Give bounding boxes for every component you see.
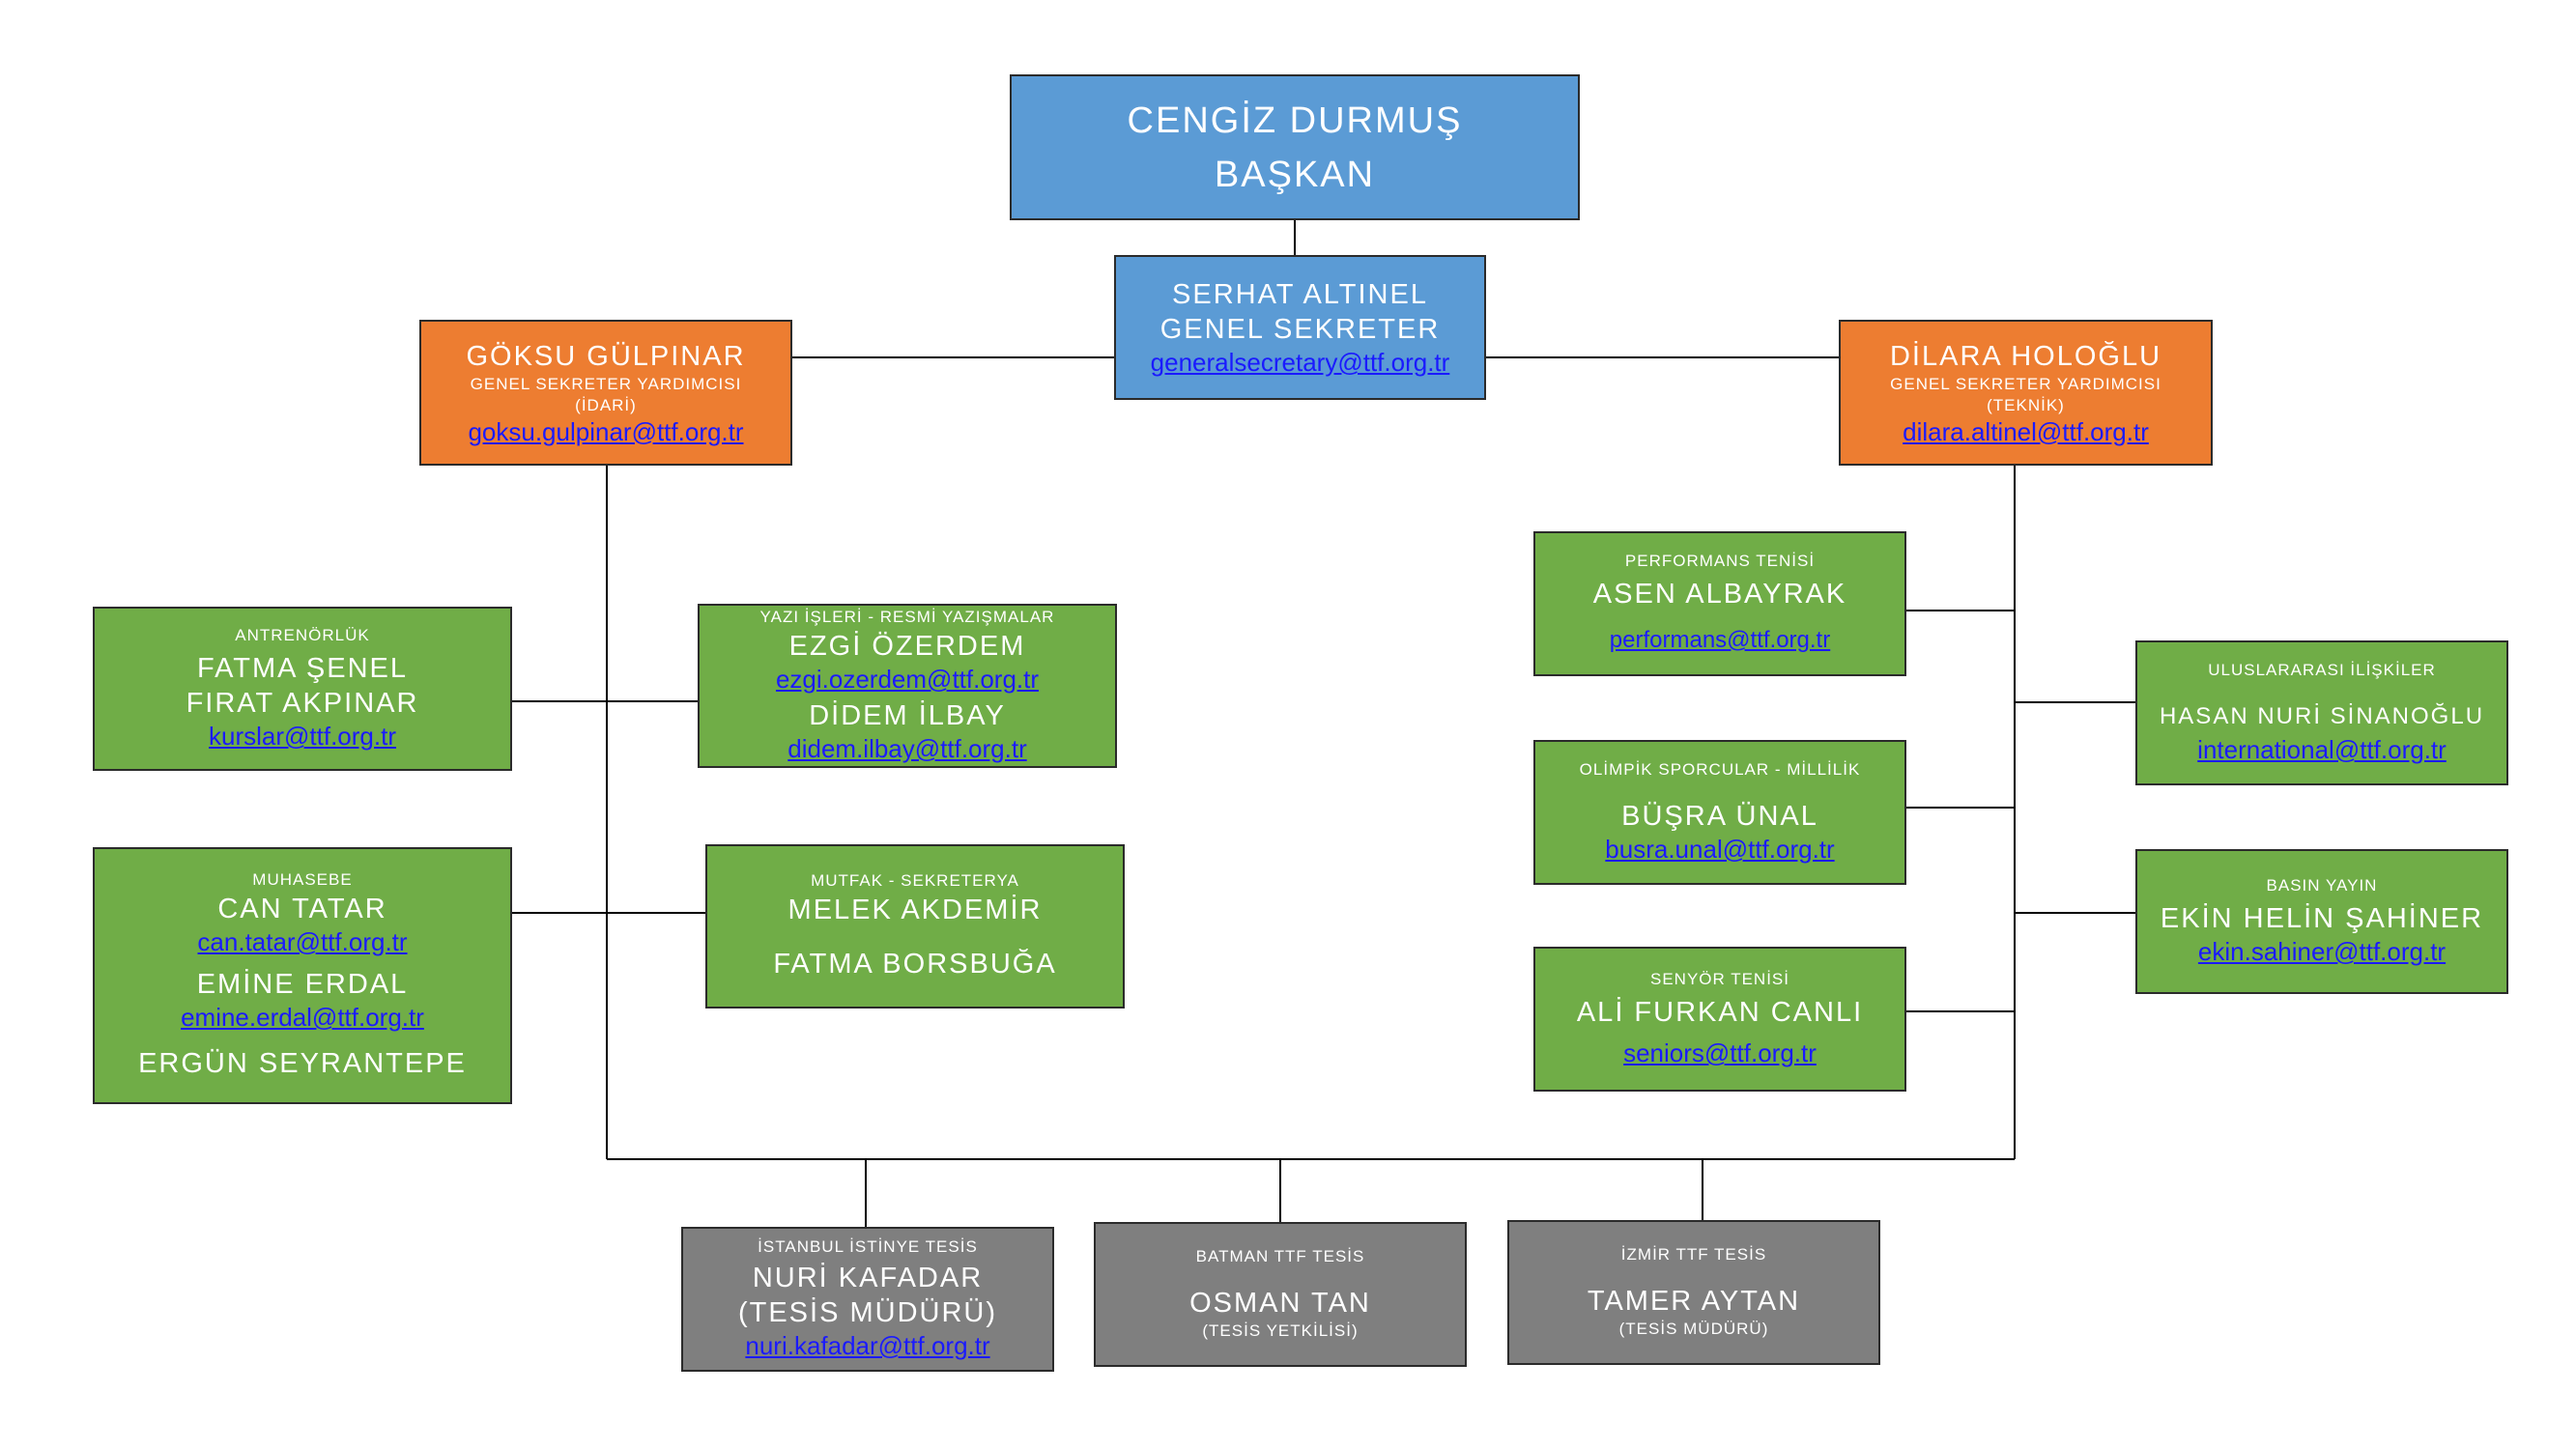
izmir-dept: İZMİR TTF TESİS [1620,1245,1767,1264]
deputy-admin-scope: (İDARİ) [575,395,637,414]
batman-role: (TESİS YETKİLİSİ) [1202,1321,1359,1340]
izmir-facility-box: İZMİR TTF TESİS TAMER AYTAN (TESİS MÜDÜR… [1507,1220,1880,1365]
accounting-dept: MUHASEBE [252,870,353,889]
batman-dept: BATMAN TTF TESİS [1195,1247,1365,1265]
coaching-name-1: FATMA ŞENEL [196,653,409,684]
deputy-admin-title: GENEL SEKRETER YARDIMCISI [470,374,742,393]
olympic-dept: OLİMPİK SPORCULAR - MİLLİLİK [1579,760,1861,779]
international-dept: ULUSLARARASI İLİŞKİLER [2208,661,2436,679]
izmir-role: (TESİS MÜDÜRÜ) [1618,1320,1769,1338]
istanbul-name: NURİ KAFADAR [752,1263,984,1293]
deputy-tech-name: DİLARA HOLOĞLU [1889,340,2162,372]
correspondence-name-1: EZGİ ÖZERDEM [788,631,1026,662]
secretary-general-title: GENEL SEKRETER [1159,314,1441,345]
deputy-admin-name: GÖKSU GÜLPINAR [466,340,746,372]
accounting-email-2[interactable]: emine.erdal@ttf.org.tr [181,1003,424,1032]
performance-dept: PERFORMANS TENİSİ [1624,552,1816,570]
accounting-name-1: CAN TATAR [217,894,387,924]
batman-facility-box: BATMAN TTF TESİS OSMAN TAN (TESİS YETKİL… [1094,1222,1467,1367]
olympic-box: OLİMPİK SPORCULAR - MİLLİLİK BÜŞRA ÜNAL … [1533,740,1906,885]
correspondence-name-2: DİDEM İLBAY [809,700,1006,731]
izmir-name: TAMER AYTAN [1587,1286,1801,1317]
istanbul-facility-box: İSTANBUL İSTİNYE TESİS NURİ KAFADAR (TES… [681,1227,1054,1372]
correspondence-box: YAZI İŞLERİ - RESMİ YAZIŞMALAR EZGİ ÖZER… [698,604,1117,768]
coaching-name-2: FIRAT AKPINAR [186,688,419,719]
correspondence-email-1[interactable]: ezgi.ozerdem@ttf.org.tr [775,665,1040,694]
president-title: BAŞKAN [1214,154,1376,195]
coaching-box: ANTRENÖRLÜK FATMA ŞENEL FIRAT AKPINAR ku… [93,607,512,771]
istanbul-dept: İSTANBUL İSTİNYE TESİS [758,1237,978,1256]
president-box: CENGİZ DURMUŞ BAŞKAN [1010,74,1580,220]
senior-dept: SENYÖR TENİSİ [1650,970,1789,988]
correspondence-dept: YAZI İŞLERİ - RESMİ YAZIŞMALAR [759,608,1055,626]
performance-box: PERFORMANS TENİSİ ASEN ALBAYRAK performa… [1533,531,1906,676]
president-name: CENGİZ DURMUŞ [1127,99,1463,141]
press-email[interactable]: ekin.sahiner@ttf.org.tr [2197,937,2447,966]
kitchen-dept: MUTFAK - SEKRETERYA [811,871,1019,890]
deputy-tech-email[interactable]: dilara.altinel@ttf.org.tr [1903,416,2149,446]
istanbul-role: (TESİS MÜDÜRÜ) [737,1297,998,1328]
accounting-email-1[interactable]: can.tatar@ttf.org.tr [197,927,408,956]
coaching-dept: ANTRENÖRLÜK [235,626,370,644]
istanbul-email[interactable]: nuri.kafadar@ttf.org.tr [745,1331,990,1360]
coaching-email[interactable]: kurslar@ttf.org.tr [209,722,396,751]
press-dept: BASIN YAYIN [2266,876,2378,895]
deputy-admin-box: GÖKSU GÜLPINAR GENEL SEKRETER YARDIMCISI… [419,320,792,466]
senior-box: SENYÖR TENİSİ ALİ FURKAN CANLI seniors@t… [1533,947,1906,1092]
secretary-general-name: SERHAT ALTINEL [1172,279,1428,310]
international-box: ULUSLARARASI İLİŞKİLER HASAN NURİ SİNANO… [2135,640,2508,785]
senior-email[interactable]: seniors@ttf.org.tr [1623,1038,1817,1067]
press-box: BASIN YAYIN EKİN HELİN ŞAHİNER ekin.sahi… [2135,849,2508,994]
senior-name: ALİ FURKAN CANLI [1576,997,1864,1028]
international-email[interactable]: international@ttf.org.tr [2197,735,2447,764]
deputy-tech-box: DİLARA HOLOĞLU GENEL SEKRETER YARDIMCISI… [1839,320,2213,466]
kitchen-box: MUTFAK - SEKRETERYA MELEK AKDEMİR FATMA … [705,844,1125,1009]
deputy-admin-email[interactable]: goksu.gulpinar@ttf.org.tr [468,416,744,446]
deputy-tech-title: GENEL SEKRETER YARDIMCISI [1890,374,2161,393]
accounting-name-2: EMİNE ERDAL [196,969,409,1000]
secretary-general-email[interactable]: generalsecretary@ttf.org.tr [1150,348,1450,377]
olympic-email[interactable]: busra.unal@ttf.org.tr [1605,835,1835,864]
accounting-box: MUHASEBE CAN TATAR can.tatar@ttf.org.tr … [93,847,512,1104]
performance-name: ASEN ALBAYRAK [1592,579,1847,610]
secretary-general-box: SERHAT ALTINEL GENEL SEKRETER generalsec… [1114,255,1486,400]
accounting-name-3: ERGÜN SEYRANTEPE [138,1048,467,1079]
press-name: EKİN HELİN ŞAHİNER [2160,903,2484,934]
kitchen-name-2: FATMA BORSBUĞA [773,949,1057,980]
batman-name: OSMAN TAN [1189,1288,1371,1319]
kitchen-name-1: MELEK AKDEMİR [787,895,1043,925]
deputy-tech-scope: (TEKNİK) [1987,395,2065,414]
international-name: HASAN NURİ SİNANOĞLU [2159,703,2485,729]
olympic-name: BÜŞRA ÜNAL [1621,801,1818,832]
correspondence-email-2[interactable]: didem.ilbay@ttf.org.tr [787,734,1027,763]
performance-email[interactable]: performans@ttf.org.tr [1609,627,1831,653]
